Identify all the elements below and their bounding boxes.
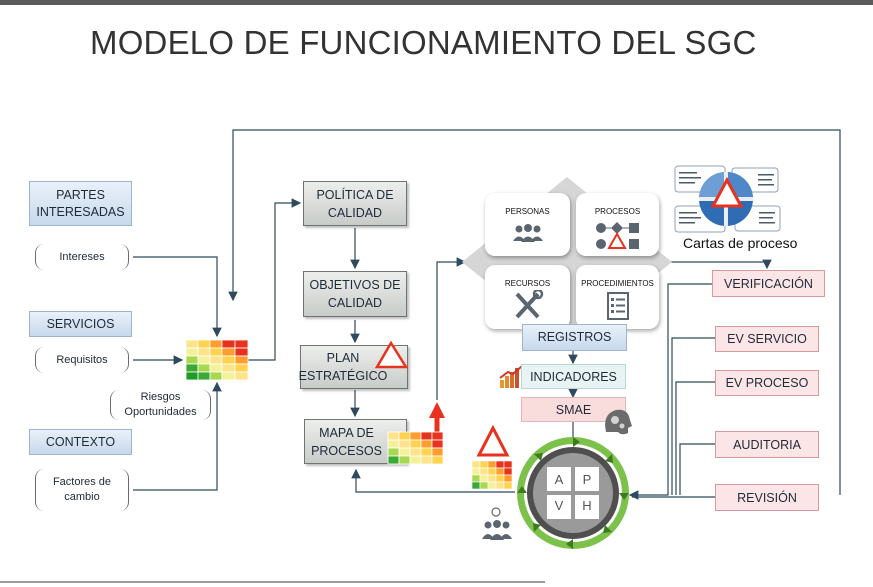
intereses-label: Intereses	[35, 244, 129, 270]
people-icon	[512, 224, 543, 242]
factores-de-cambio-label: Factores de cambio	[35, 469, 129, 511]
registros-box: REGISTROS	[522, 324, 627, 351]
auditoria-box: AUDITORIA	[715, 431, 819, 458]
recursos-label: RECURSOS	[504, 279, 551, 288]
contexto-box: CONTEXTO	[29, 429, 132, 455]
procesos-label: PROCESOS	[594, 207, 641, 216]
objetivos-de-calidad-box: OBJETIVOS DE CALIDAD	[303, 271, 407, 317]
quadrant-recursos: RECURSOS	[485, 265, 570, 329]
document-list-icon	[606, 292, 629, 320]
personas-label: PERSONAS	[505, 207, 550, 216]
process-flow-icon	[595, 222, 639, 249]
window-top-bar	[0, 0, 873, 5]
mapa-risk-matrix-icon	[387, 431, 444, 465]
warning-triangle-icon	[374, 340, 409, 369]
riesgos-oportunidades-label: Riesgos Oportunidades	[110, 390, 211, 420]
pdca-h: H	[582, 498, 592, 513]
quadrant-personas: PERSONAS	[485, 193, 570, 256]
small-risk-matrix-icon	[471, 460, 513, 490]
verificacion-box: VERIFICACIÓN	[712, 270, 825, 297]
bottom-rule	[0, 581, 545, 583]
politica-de-calidad-box: POLÍTICA DE CALIDAD	[303, 181, 407, 226]
indicadores-box: INDICADORES	[521, 364, 626, 389]
partes-interesadas-box: PARTES INTERESADAS	[29, 181, 132, 226]
pdca-a: A	[554, 472, 564, 487]
ev-proceso-box: EV PROCESO	[715, 370, 819, 396]
quadrant-procesos: PROCESOS	[576, 193, 659, 256]
page-title: MODELO DE FUNCIONAMIENTO DEL SGC	[90, 24, 757, 61]
cartas-de-proceso-caption: Cartas de proceso	[683, 235, 798, 251]
pdca-p: P	[582, 472, 592, 487]
ev-servicio-box: EV SERVICIO	[715, 326, 819, 352]
smae-box: SMAE	[521, 397, 626, 422]
revision-box: REVISIÓN	[715, 484, 819, 511]
requisitos-label: Requisitos	[35, 347, 129, 373]
warning-triangle-icon-2	[476, 424, 510, 457]
pdca-v: V	[554, 498, 564, 513]
procedimientos-label: PROCEDIMIENTOS	[581, 279, 654, 288]
servicios-box: SERVICIOS	[29, 311, 132, 337]
quadrant-procedimientos: PROCEDIMIENTOS	[576, 265, 659, 329]
tools-icon	[515, 290, 543, 319]
